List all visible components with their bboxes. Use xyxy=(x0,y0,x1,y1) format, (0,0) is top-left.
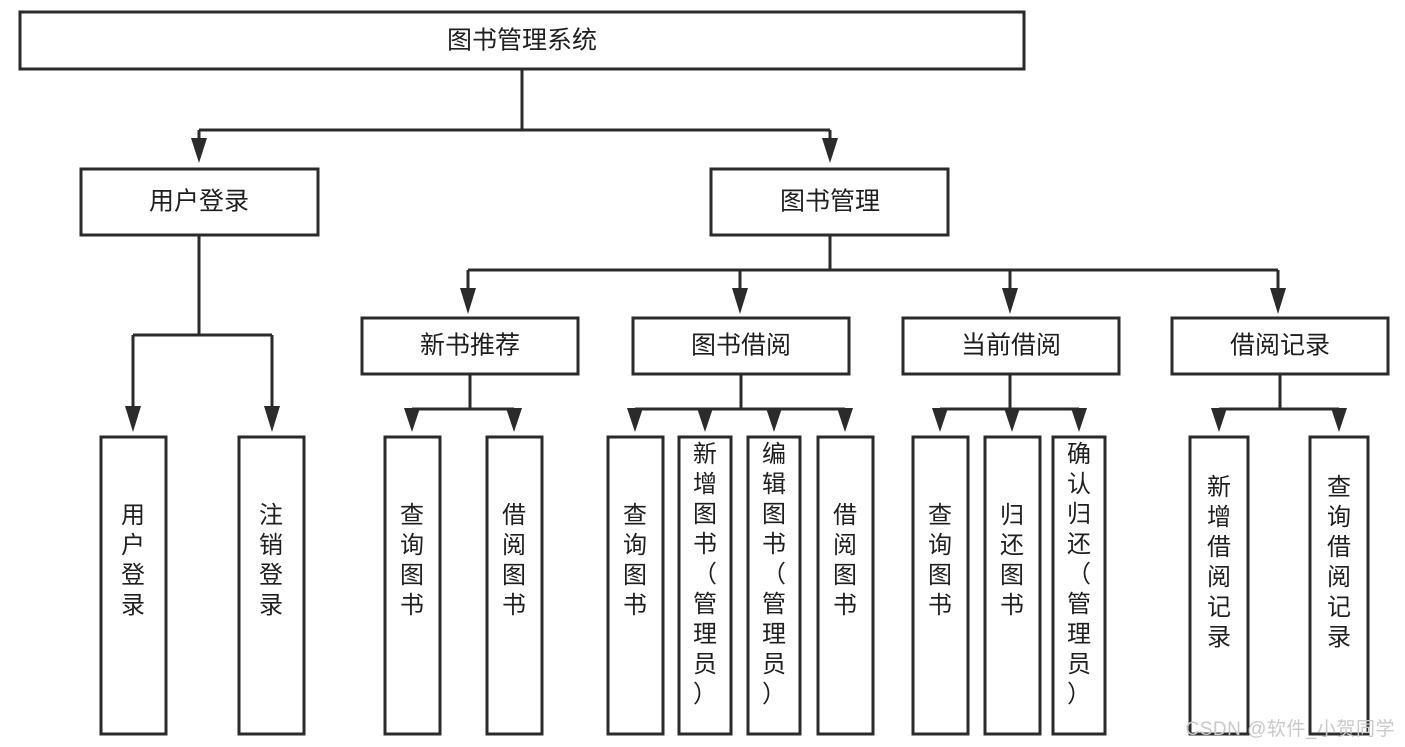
node-leaf-query-book-rec-box[interactable] xyxy=(383,435,442,736)
node-leaf-user-login[interactable]: 用户登录 xyxy=(99,435,168,736)
node-leaf-return-book-label: 归还图书 xyxy=(1000,502,1024,619)
node-root-box[interactable] xyxy=(18,10,1026,71)
node-leaf-query-book-cb-box[interactable] xyxy=(911,435,970,736)
node-leaf-add-borrow-record-label: 新增借阅记录 xyxy=(1207,474,1231,651)
node-leaf-borrow-book-rec-label: 借阅图书 xyxy=(502,502,526,619)
node-root-label: 图书管理系统 xyxy=(447,27,597,55)
node-book-management-label: 图书管理 xyxy=(780,188,880,216)
node-leaf-query-book-rec[interactable]: 查询图书 xyxy=(383,435,442,736)
arrow-leaf-query-book-cb xyxy=(932,408,948,432)
node-new-book-recommend[interactable]: 新书推荐 xyxy=(360,316,580,376)
node-leaf-query-borrow-record-label: 查询借阅记录 xyxy=(1327,474,1351,651)
node-user-login-box[interactable] xyxy=(79,167,320,237)
node-borrow-record-label: 借阅记录 xyxy=(1230,332,1330,360)
arrow-borrow-record xyxy=(1270,288,1286,314)
node-leaf-query-book-bb[interactable]: 查询图书 xyxy=(606,435,665,736)
node-leaf-user-login-label: 用户登录 xyxy=(121,502,145,619)
node-book-borrow-label: 图书借阅 xyxy=(691,332,791,360)
node-leaf-logout[interactable]: 注销登录 xyxy=(237,435,306,736)
node-leaf-query-borrow-record-box[interactable] xyxy=(1308,435,1370,736)
arrow-new-book-recommend xyxy=(460,288,476,314)
connector-group-root-to-level2 xyxy=(191,69,838,163)
node-leaf-query-book-bb-box[interactable] xyxy=(606,435,665,736)
connector-group-book-borrow-children xyxy=(627,374,853,432)
node-leaf-query-borrow-record[interactable]: 查询借阅记录 xyxy=(1308,435,1370,736)
node-root[interactable]: 图书管理系统 xyxy=(18,10,1026,71)
node-new-book-recommend-label: 新书推荐 xyxy=(420,332,520,360)
node-leaf-logout-box[interactable] xyxy=(237,435,306,736)
connector-group-user-login-children xyxy=(125,235,280,432)
node-leaf-borrow-book-bb-label: 借阅图书 xyxy=(833,502,857,619)
arrow-current-borrow xyxy=(1002,288,1018,314)
node-leaf-add-borrow-record-box[interactable] xyxy=(1188,435,1250,736)
node-current-borrow[interactable]: 当前借阅 xyxy=(901,316,1121,376)
node-leaf-user-login-box[interactable] xyxy=(99,435,168,736)
arrow-leaf-edit-book-admin xyxy=(766,408,782,432)
node-leaf-query-book-cb-label: 查询图书 xyxy=(928,502,952,619)
node-leaf-borrow-book-bb-box[interactable] xyxy=(816,435,875,736)
arrow-book-borrow xyxy=(732,288,748,314)
node-current-borrow-label: 当前借阅 xyxy=(961,332,1061,360)
node-leaf-logout-label: 注销登录 xyxy=(259,502,283,619)
connector-group-new-book-recommend-children xyxy=(404,374,522,432)
arrow-leaf-query-book-rec xyxy=(404,408,420,432)
node-leaf-edit-book-admin[interactable]: 编辑图书（管理员） xyxy=(746,435,802,736)
node-leaf-borrow-book-rec-box[interactable] xyxy=(485,435,544,736)
node-leaf-borrow-book-rec[interactable]: 借阅图书 xyxy=(485,435,544,736)
arrow-leaf-query-borrow-record xyxy=(1331,408,1347,432)
node-user-login-label: 用户登录 xyxy=(149,188,249,216)
node-leaf-borrow-book-bb[interactable]: 借阅图书 xyxy=(816,435,875,736)
node-leaf-add-book-admin[interactable]: 新增图书（管理员） xyxy=(677,435,733,736)
arrow-leaf-borrow-book-bb xyxy=(837,408,853,432)
arrow-leaf-user-login xyxy=(125,406,141,432)
node-borrow-record[interactable]: 借阅记录 xyxy=(1170,316,1390,376)
node-user-login[interactable]: 用户登录 xyxy=(79,167,320,237)
arrow-leaf-confirm-return-admin xyxy=(1071,408,1087,432)
node-new-book-recommend-box[interactable] xyxy=(360,316,580,376)
node-borrow-record-box[interactable] xyxy=(1170,316,1390,376)
node-leaf-confirm-return-admin-box[interactable] xyxy=(1051,435,1107,736)
arrow-leaf-query-book-bb xyxy=(627,408,643,432)
node-book-management[interactable]: 图书管理 xyxy=(709,167,950,237)
arrow-book-management xyxy=(822,138,838,163)
node-leaf-add-book-admin-label: 新增图书（管理员） xyxy=(693,441,717,708)
arrow-leaf-add-book-admin xyxy=(697,408,713,432)
node-book-management-box[interactable] xyxy=(709,167,950,237)
arrow-leaf-return-book xyxy=(1004,408,1020,432)
node-leaf-query-book-bb-label: 查询图书 xyxy=(623,502,647,619)
arrow-leaf-logout xyxy=(264,406,280,432)
node-leaf-add-book-admin-box[interactable] xyxy=(677,435,733,736)
node-leaf-edit-book-admin-box[interactable] xyxy=(746,435,802,736)
arrow-leaf-borrow-book-rec xyxy=(506,408,522,432)
connector-group-borrow-record-children xyxy=(1211,374,1347,432)
arrow-user-login xyxy=(191,138,207,163)
node-book-borrow-box[interactable] xyxy=(631,316,851,376)
arrow-leaf-add-borrow-record xyxy=(1211,408,1227,432)
node-leaf-confirm-return-admin[interactable]: 确认归还（管理员） xyxy=(1051,435,1107,736)
node-book-borrow[interactable]: 图书借阅 xyxy=(631,316,851,376)
node-current-borrow-box[interactable] xyxy=(901,316,1121,376)
node-leaf-query-book-rec-label: 查询图书 xyxy=(400,502,424,619)
node-leaf-add-borrow-record[interactable]: 新增借阅记录 xyxy=(1188,435,1250,736)
connector-group-current-borrow-children xyxy=(932,374,1087,432)
node-leaf-confirm-return-admin-label: 确认归还（管理员） xyxy=(1067,441,1091,708)
node-leaf-return-book-box[interactable] xyxy=(983,435,1042,736)
node-leaf-edit-book-admin-label: 编辑图书（管理员） xyxy=(762,441,786,708)
node-leaf-return-book[interactable]: 归还图书 xyxy=(983,435,1042,736)
node-leaf-query-book-cb[interactable]: 查询图书 xyxy=(911,435,970,736)
connector-group-book-management-children xyxy=(460,235,1286,314)
